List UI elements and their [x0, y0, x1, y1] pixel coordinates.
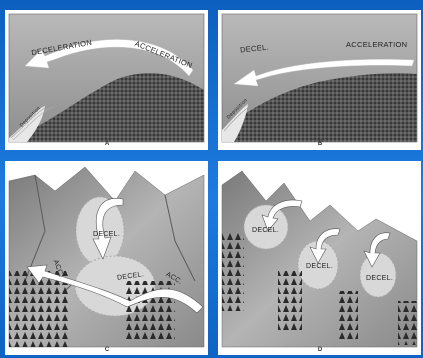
panel-d: DECEL. DECEL. DECEL. D: [218, 161, 421, 355]
decel-label-3: DECEL.: [366, 275, 393, 282]
panel-d-illustration: [218, 161, 421, 355]
decel-label-top: DECEL.: [93, 231, 120, 238]
panel-b: DECEL. ACCELERATION Deposition B: [218, 10, 421, 150]
decel-label-2: DECEL.: [306, 263, 333, 270]
panel-b-illustration: [218, 10, 421, 150]
panel-c-caption: C: [97, 347, 117, 353]
panel-b-caption: B: [310, 141, 330, 147]
panel-a-illustration: [5, 10, 208, 150]
panel-a: DECELERATION ACCELERATION Deposition A: [5, 10, 208, 150]
panel-c-illustration: [5, 161, 208, 355]
decel-label-1: DECEL.: [252, 227, 279, 234]
acceleration-label: ACCELERATION: [346, 40, 407, 49]
panel-d-caption: D: [310, 347, 330, 353]
panel-c: DECEL. DECEL. ACC. ACC. C: [5, 161, 208, 355]
panel-a-caption: A: [97, 141, 117, 147]
